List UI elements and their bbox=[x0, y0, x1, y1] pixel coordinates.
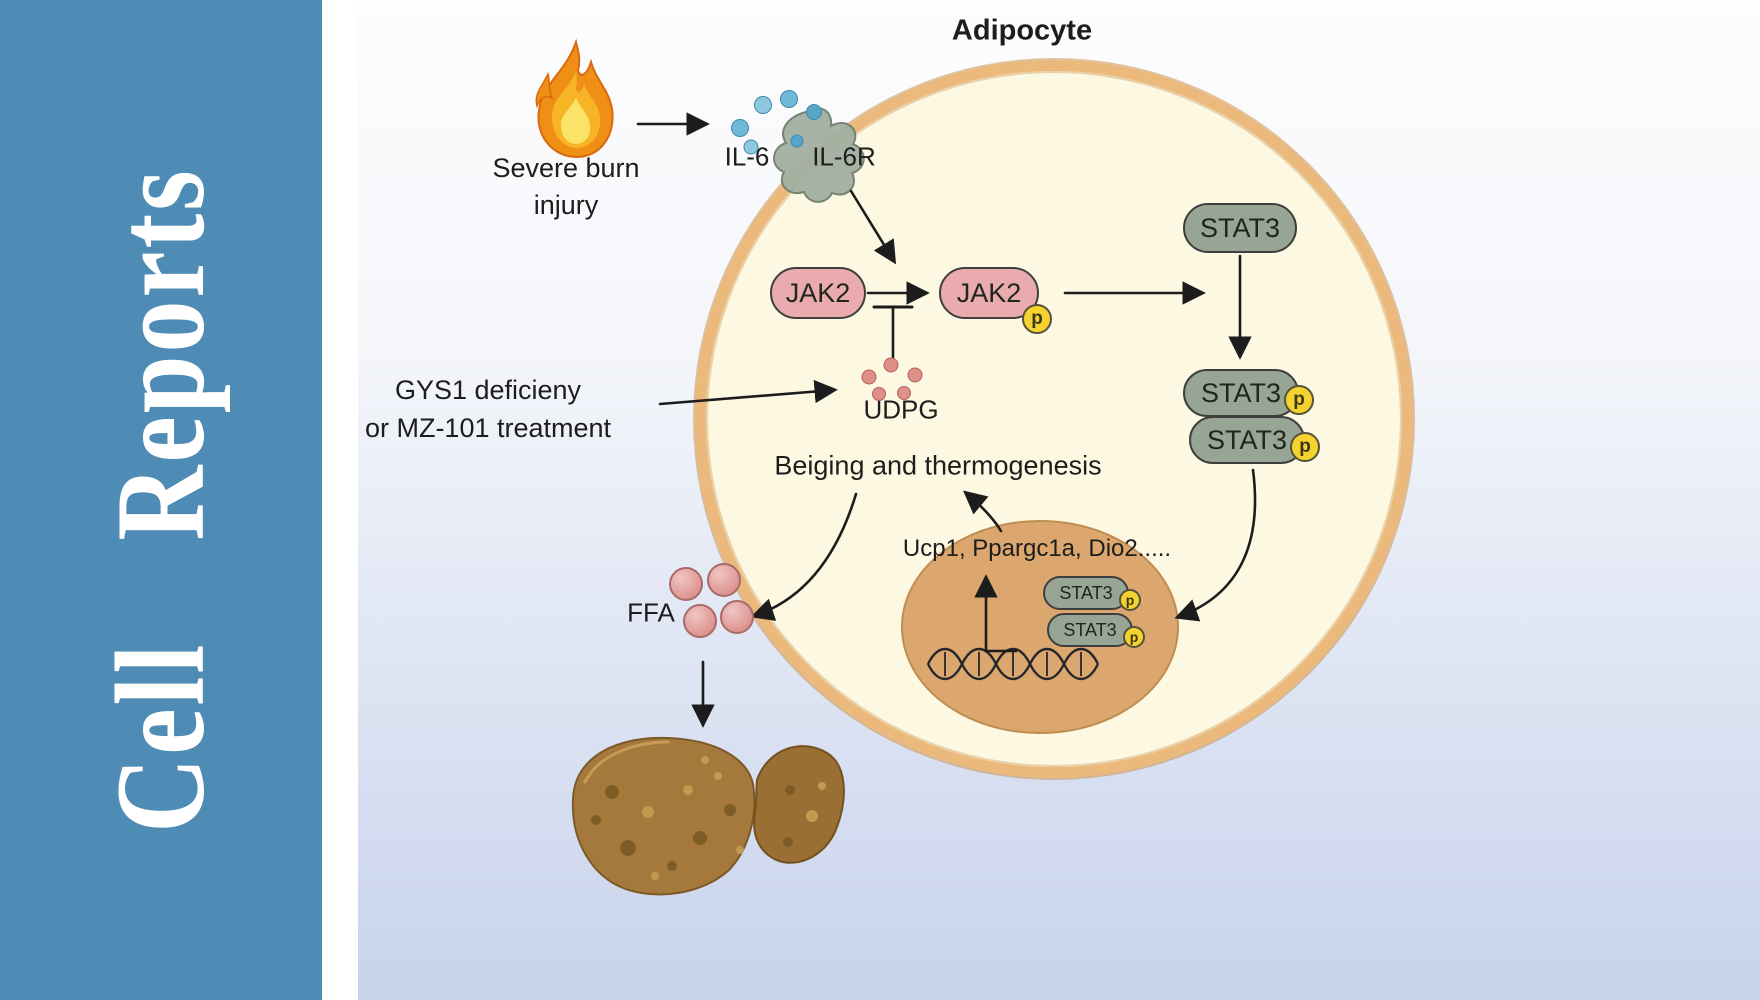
burn-injury-line1: Severe burn bbox=[492, 153, 640, 183]
ffa-dot bbox=[683, 604, 717, 638]
phospho-p-label: p bbox=[1293, 389, 1305, 410]
udpg-dot bbox=[897, 386, 911, 400]
stat3-dimer-bottom-label: STAT3 bbox=[1206, 424, 1287, 455]
nuclear-stat3-top-badge: p bbox=[1119, 589, 1141, 611]
stat3-dimer-top-box: STAT3 bbox=[1183, 369, 1299, 417]
gys1-line1: GYS1 deficieny bbox=[394, 375, 582, 405]
sidebar-gutter bbox=[322, 0, 358, 1000]
udpg-dot bbox=[872, 387, 886, 401]
udpg-dot bbox=[907, 367, 923, 383]
ffa-dot bbox=[707, 563, 741, 597]
udpg-dot bbox=[861, 369, 877, 385]
gys1-line2: or MZ-101 treatment bbox=[364, 413, 612, 443]
beiging-label: Beiging and thermogenesis bbox=[774, 450, 1102, 481]
adipocyte-label: Adipocyte bbox=[951, 14, 1093, 47]
stat3-dimer-bottom-badge: p bbox=[1290, 432, 1320, 462]
journal-title: Cell Reports bbox=[90, 167, 232, 833]
gys1-treatment-label: GYS1 deficieny or MZ-101 treatment bbox=[365, 371, 611, 447]
nuclear-stat3-top-box: STAT3 bbox=[1043, 576, 1129, 610]
il6-dot bbox=[731, 119, 749, 137]
il6-dot bbox=[754, 96, 772, 114]
il6-dot bbox=[780, 90, 798, 108]
phospho-p-label: p bbox=[1129, 629, 1139, 645]
stat3-dimer-bottom-box: STAT3 bbox=[1189, 416, 1305, 464]
il6-dot bbox=[743, 139, 759, 155]
nuclear-stat3-bottom-label: STAT3 bbox=[1063, 619, 1117, 640]
burn-injury-line2: injury bbox=[533, 190, 599, 220]
stat3-box: STAT3 bbox=[1183, 203, 1297, 253]
jak2-box: JAK2 bbox=[770, 267, 866, 319]
stat3-label: STAT3 bbox=[1199, 212, 1280, 243]
journal-sidebar: Cell Reports bbox=[0, 0, 322, 1000]
jak2-phospho-box: JAK2 bbox=[939, 267, 1039, 319]
jak2-phospho-label: JAK2 bbox=[956, 277, 1022, 308]
il6-dot bbox=[806, 104, 822, 120]
jak2-label: JAK2 bbox=[785, 277, 851, 308]
phospho-p-label: p bbox=[1299, 436, 1311, 457]
stat3-dimer-top-badge: p bbox=[1284, 385, 1314, 415]
stat3-dimer-top-label: STAT3 bbox=[1200, 377, 1281, 408]
jak2-phospho-badge: p bbox=[1022, 304, 1052, 334]
nuclear-stat3-top-label: STAT3 bbox=[1059, 582, 1113, 603]
il6-dot bbox=[790, 134, 804, 148]
burn-injury-label: Severe burn injury bbox=[492, 150, 639, 224]
nuclear-stat3-bottom-box: STAT3 bbox=[1047, 613, 1133, 647]
il6r-label: IL-6R bbox=[812, 141, 876, 172]
udpg-dot bbox=[883, 357, 899, 373]
ffa-label: FFA bbox=[627, 597, 675, 628]
nuclear-stat3-bottom-badge: p bbox=[1123, 626, 1145, 648]
ffa-dot bbox=[720, 600, 754, 634]
phospho-p-label: p bbox=[1031, 308, 1043, 329]
genes-label: Ucp1, Ppargc1a, Dio2..... bbox=[902, 535, 1172, 562]
ffa-dot bbox=[669, 567, 703, 601]
phospho-p-label: p bbox=[1125, 592, 1135, 608]
